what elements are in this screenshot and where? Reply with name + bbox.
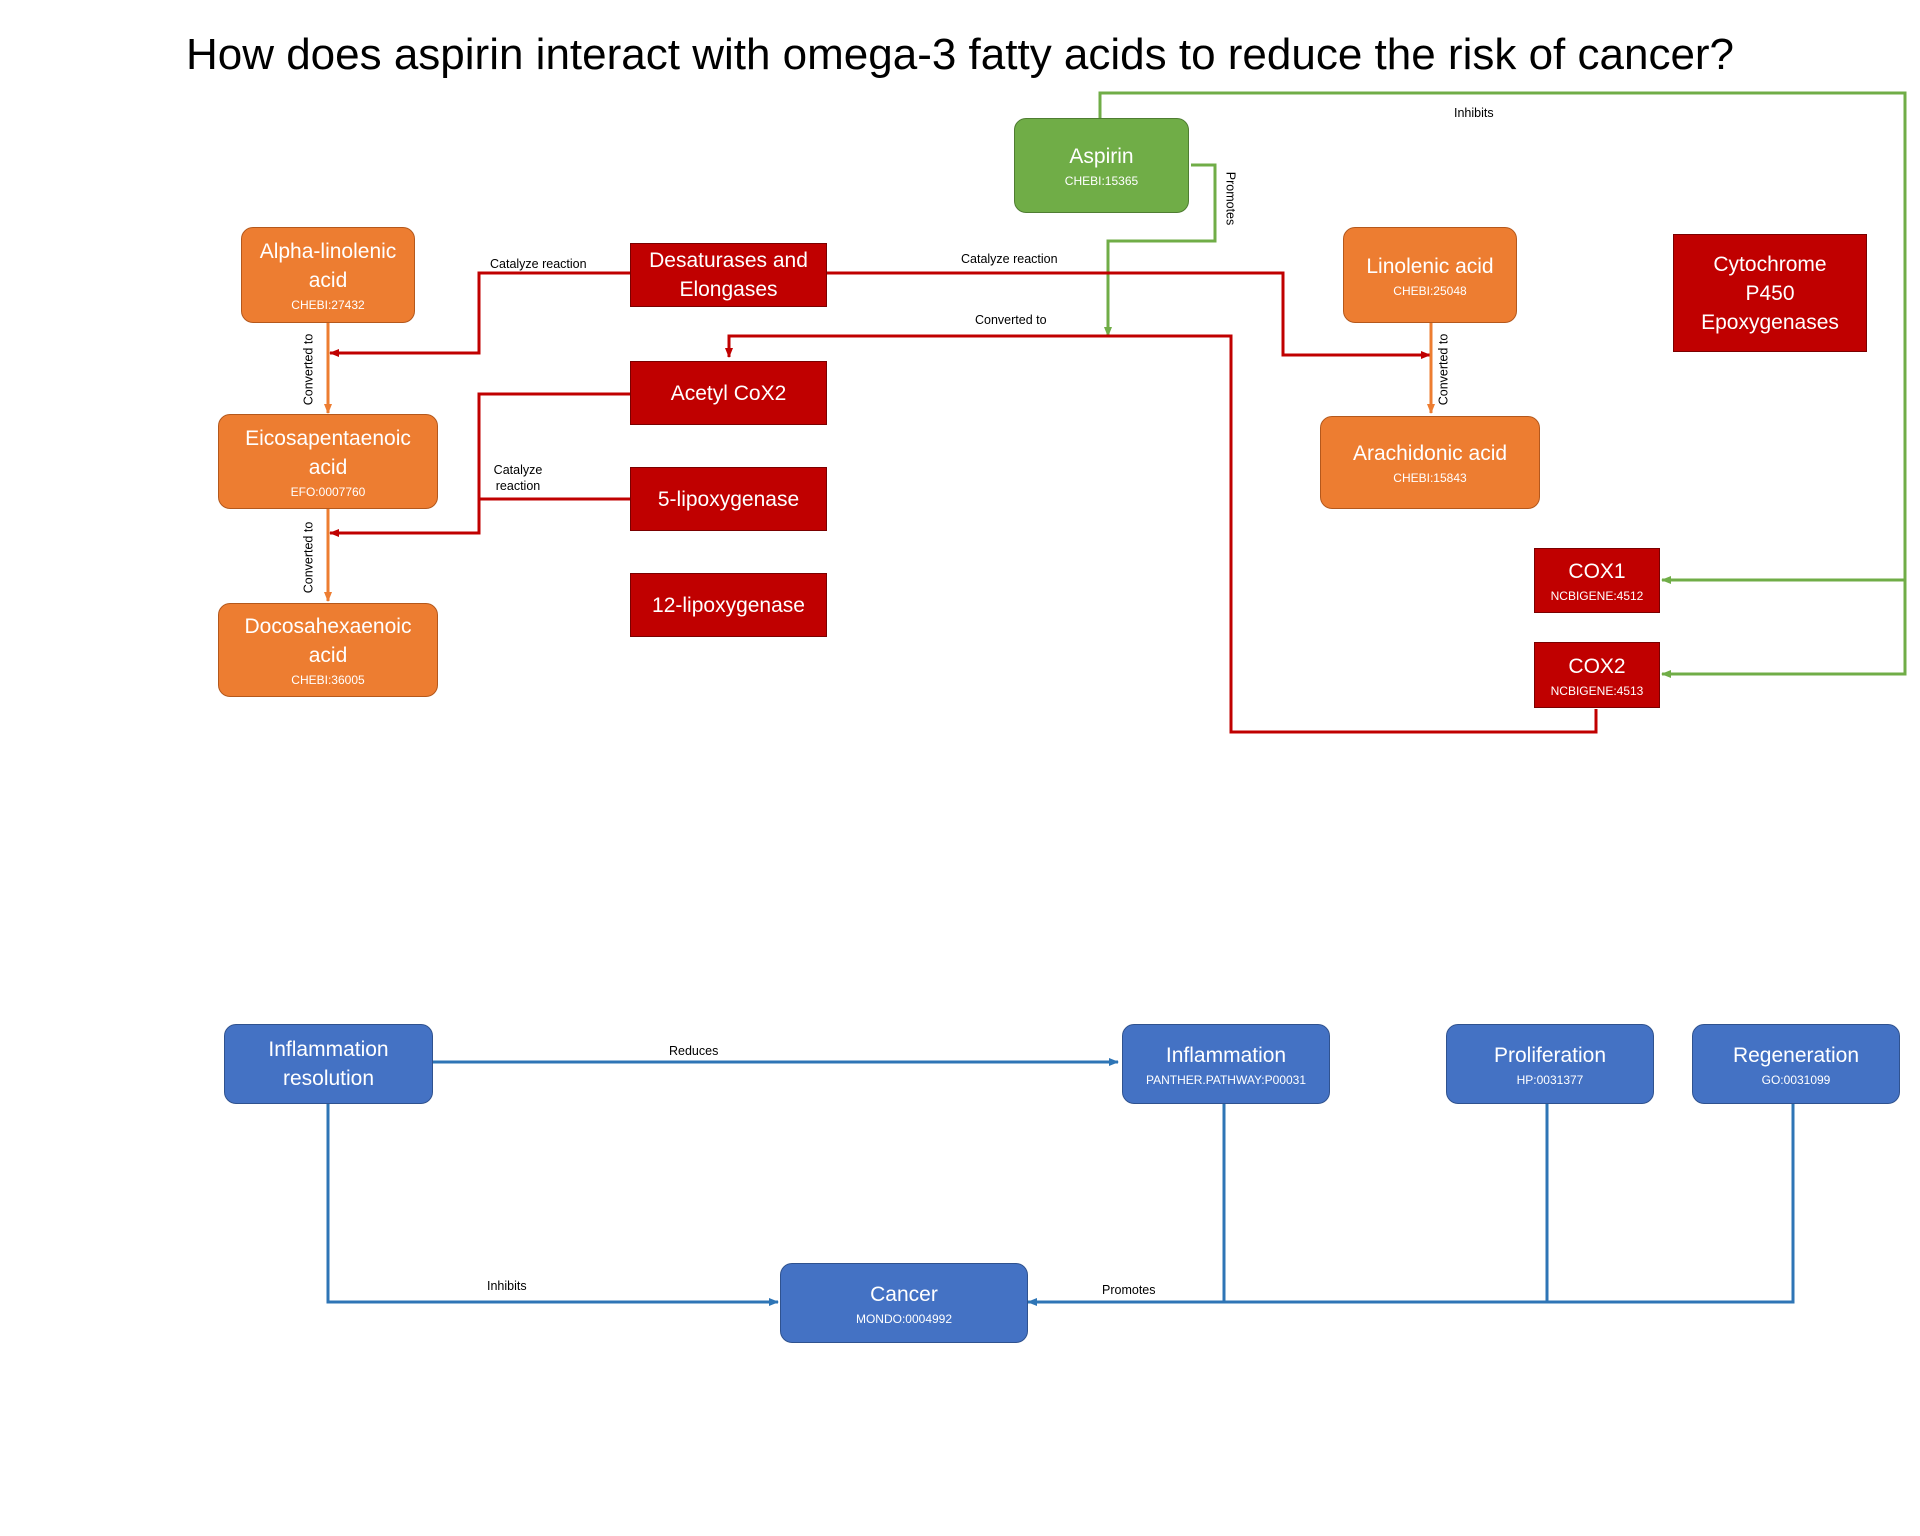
node-eicosapentaenoic-acid[interactable]: Eicosapentaenoic acid EFO:0007760 [218, 414, 438, 509]
edge-acetylcox2-catalyze [477, 392, 630, 533]
node-label: Desaturases and Elongases [649, 249, 808, 301]
edge-label-inhibits-bottom: Inhibits [487, 1279, 527, 1293]
node-id: GO:0031099 [1761, 1072, 1831, 1087]
edge-label-catalyze-lox: Catalyze reaction [493, 463, 543, 493]
edge-desat-catalyze-left [329, 271, 630, 357]
node-cox2[interactable]: COX2 NCBIGENE:4513 [1534, 642, 1660, 708]
edge-regeneration-line [1027, 1102, 1795, 1306]
node-label: Aspirin [1069, 145, 1134, 168]
node-12-lipoxygenase[interactable]: 12-lipoxygenase [630, 573, 827, 637]
node-label: Docosahexaenoic acid [244, 615, 412, 667]
edge-label-converted-ala: Converted to [301, 333, 316, 406]
node-proliferation[interactable]: Proliferation HP:0031377 [1446, 1024, 1654, 1104]
node-cox1[interactable]: COX1 NCBIGENE:4512 [1534, 548, 1660, 613]
edge-label-converted-epa: Converted to [301, 521, 316, 594]
node-label: Proliferation [1493, 1043, 1607, 1067]
edge-label-promotes-aspirin: Promotes [1223, 171, 1238, 226]
edge-label-converted-mid: Converted to [975, 313, 1047, 327]
node-id: NCBIGENE:4512 [1550, 589, 1644, 603]
edge-aspirin-inhibits-cox [1098, 91, 1907, 580]
node-label: COX1 [1568, 560, 1626, 583]
node-label: Inflammation [1165, 1043, 1287, 1067]
node-label: Linolenic acid [1366, 254, 1494, 278]
node-cytochrome-p450[interactable]: Cytochrome P450 Epoxygenases [1673, 234, 1867, 352]
node-cancer[interactable]: Cancer MONDO:0004992 [780, 1263, 1028, 1343]
edge-cox2-converted [725, 334, 1598, 734]
node-label: Alpha-linolenic acid [259, 240, 397, 292]
node-label: 5-lipoxygenase [657, 487, 800, 511]
node-5-lipoxygenase[interactable]: 5-lipoxygenase [630, 467, 827, 531]
node-id: PANTHER.PATHWAY:P00031 [1145, 1072, 1307, 1087]
node-label: Arachidonic acid [1352, 442, 1508, 465]
node-desaturases[interactable]: Desaturases and Elongases [630, 243, 827, 307]
edge-label-reduces: Reduces [669, 1044, 719, 1058]
node-id: CHEBI:15365 [1064, 174, 1139, 188]
edge-label-converted-linolenic: Converted to [1436, 333, 1451, 406]
node-arachidonic-acid[interactable]: Arachidonic acid CHEBI:15843 [1320, 416, 1540, 509]
node-docosahexaenoic-acid[interactable]: Docosahexaenoic acid CHEBI:36005 [218, 603, 438, 697]
node-linolenic-acid[interactable]: Linolenic acid CHEBI:25048 [1343, 227, 1517, 323]
edge-label-inhibits-top: Inhibits [1454, 106, 1494, 120]
node-id: HP:0031377 [1516, 1072, 1584, 1087]
node-inflammation[interactable]: Inflammation PANTHER.PATHWAY:P00031 [1122, 1024, 1330, 1104]
edge-desat-catalyze-right [827, 271, 1431, 359]
node-label: Regeneration [1732, 1043, 1860, 1067]
edge-label-catalyze-left: Catalyze reaction [490, 257, 587, 271]
node-label: Inflammation resolution [268, 1038, 389, 1090]
node-label: Acetyl CoX2 [670, 381, 787, 405]
node-label: Cytochrome P450 Epoxygenases [1701, 252, 1839, 334]
node-aspirin[interactable]: Aspirin CHEBI:15365 [1014, 118, 1189, 213]
node-inflammation-resolution[interactable]: Inflammation resolution [224, 1024, 433, 1104]
node-id: EFO:0007760 [290, 484, 366, 499]
edge-5lox-catalyze [329, 497, 630, 537]
node-id: NCBIGENE:4513 [1550, 683, 1644, 698]
edge-inhibits-cancer [326, 1102, 779, 1306]
edge-label-promotes-bottom: Promotes [1102, 1283, 1156, 1297]
edge-to-cox2 [1661, 580, 1907, 678]
node-id: CHEBI:25048 [1393, 283, 1467, 298]
node-acetyl-cox2[interactable]: Acetyl CoX2 [630, 361, 827, 425]
node-label: Cancer [870, 1282, 938, 1306]
diagram-title: How does aspirin interact with omega-3 f… [185, 30, 1735, 79]
node-label: COX2 [1568, 654, 1626, 678]
node-id: CHEBI:36005 [291, 673, 365, 687]
node-id: CHEBI:27432 [291, 298, 365, 312]
node-label: Eicosapentaenoic acid [245, 426, 411, 479]
node-label: 12-lipoxygenase [652, 593, 805, 617]
edge-label-catalyze-right: Catalyze reaction [961, 252, 1058, 266]
node-id: CHEBI:15843 [1393, 471, 1467, 485]
node-regeneration[interactable]: Regeneration GO:0031099 [1692, 1024, 1900, 1104]
node-alpha-linolenic-acid[interactable]: Alpha-linolenic acid CHEBI:27432 [241, 227, 415, 323]
node-id: MONDO:0004992 [855, 1311, 953, 1326]
